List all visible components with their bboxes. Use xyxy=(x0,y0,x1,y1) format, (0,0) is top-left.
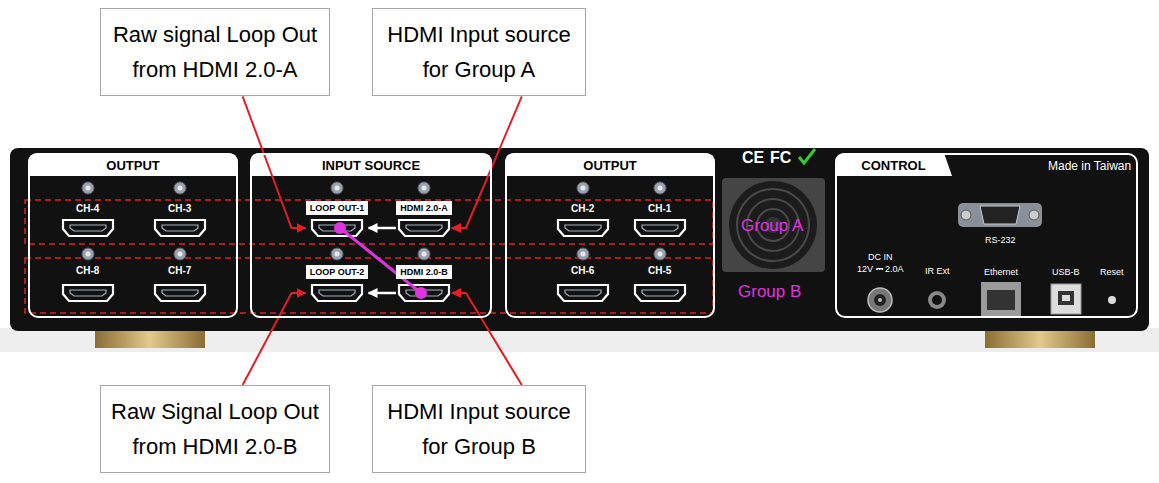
port-label: HDMI 2.0-A xyxy=(396,201,452,215)
leader-arrow xyxy=(243,96,306,228)
port-tag: HDMI 2.0-A xyxy=(396,201,452,239)
callout-box: Raw Signal Loop Out from HDMI 2.0-B xyxy=(100,385,330,473)
port-label: LOOP OUT-1 xyxy=(306,201,368,215)
port-name: RS-232 xyxy=(985,235,1016,245)
panel-section: OUTPUT xyxy=(505,153,715,318)
channel-label: CH-3 xyxy=(168,203,191,215)
section-heading: OUTPUT xyxy=(507,158,713,174)
group-label: Group B xyxy=(738,282,801,302)
port-label: LOOP OUT-2 xyxy=(306,265,368,279)
section-heading: INPUT SOURCE xyxy=(252,158,490,174)
callout-box: Raw signal Loop Out from HDMI 2.0-A xyxy=(100,8,330,96)
signal-arrow xyxy=(369,227,397,230)
port-name: IR Ext xyxy=(925,266,950,276)
leader-arrow xyxy=(452,293,522,385)
origin-note: Made in Taiwan xyxy=(1048,160,1131,174)
port-label: HDMI 2.0-B xyxy=(396,265,452,279)
channel-label: CH-8 xyxy=(76,265,99,277)
power-rating: 12V ⎓ 2.0A xyxy=(857,264,904,274)
channel-label: CH-6 xyxy=(571,265,594,277)
group-label: Group A xyxy=(741,216,803,236)
port-name: DC IN xyxy=(868,252,893,262)
port-name: Reset xyxy=(1100,267,1124,277)
callout-text: HDMI Input source for Group B xyxy=(379,394,579,464)
callout-box: HDMI Input source for Group B xyxy=(372,385,586,473)
port-name: USB-B xyxy=(1052,267,1080,277)
section-heading: CONTROL xyxy=(837,158,950,174)
callout-text: HDMI Input source for Group A xyxy=(379,17,579,87)
channel-label: CH-7 xyxy=(168,265,191,277)
port-tag: LOOP OUT-2 xyxy=(306,265,369,304)
section-heading: OUTPUT xyxy=(30,158,236,174)
channel-label: CH-4 xyxy=(76,203,99,215)
port-name: Ethernet xyxy=(984,267,1018,277)
signal-arrow xyxy=(369,292,397,295)
leader-arrow xyxy=(452,96,522,228)
leader-arrow xyxy=(243,293,306,385)
cert-mark: FC xyxy=(770,149,791,167)
port-tag: HDMI 2.0-B xyxy=(396,265,452,304)
channel-label: CH-5 xyxy=(648,265,671,277)
port-tag: LOOP OUT-1 xyxy=(306,201,369,239)
panel-section: OUTPUT xyxy=(28,153,238,318)
channel-label: CH-1 xyxy=(648,203,671,215)
channel-label: CH-2 xyxy=(571,203,594,215)
panel-section: INPUT SOURCE LOOP OUT-1 HDMI 2.0-A LOOP OUT… xyxy=(250,153,492,318)
cert-mark: CE xyxy=(742,149,764,167)
callout-text: Raw Signal Loop Out from HDMI 2.0-B xyxy=(107,394,323,464)
callout-text: Raw signal Loop Out from HDMI 2.0-A xyxy=(107,17,323,87)
callout-box: HDMI Input source for Group A xyxy=(372,8,586,96)
